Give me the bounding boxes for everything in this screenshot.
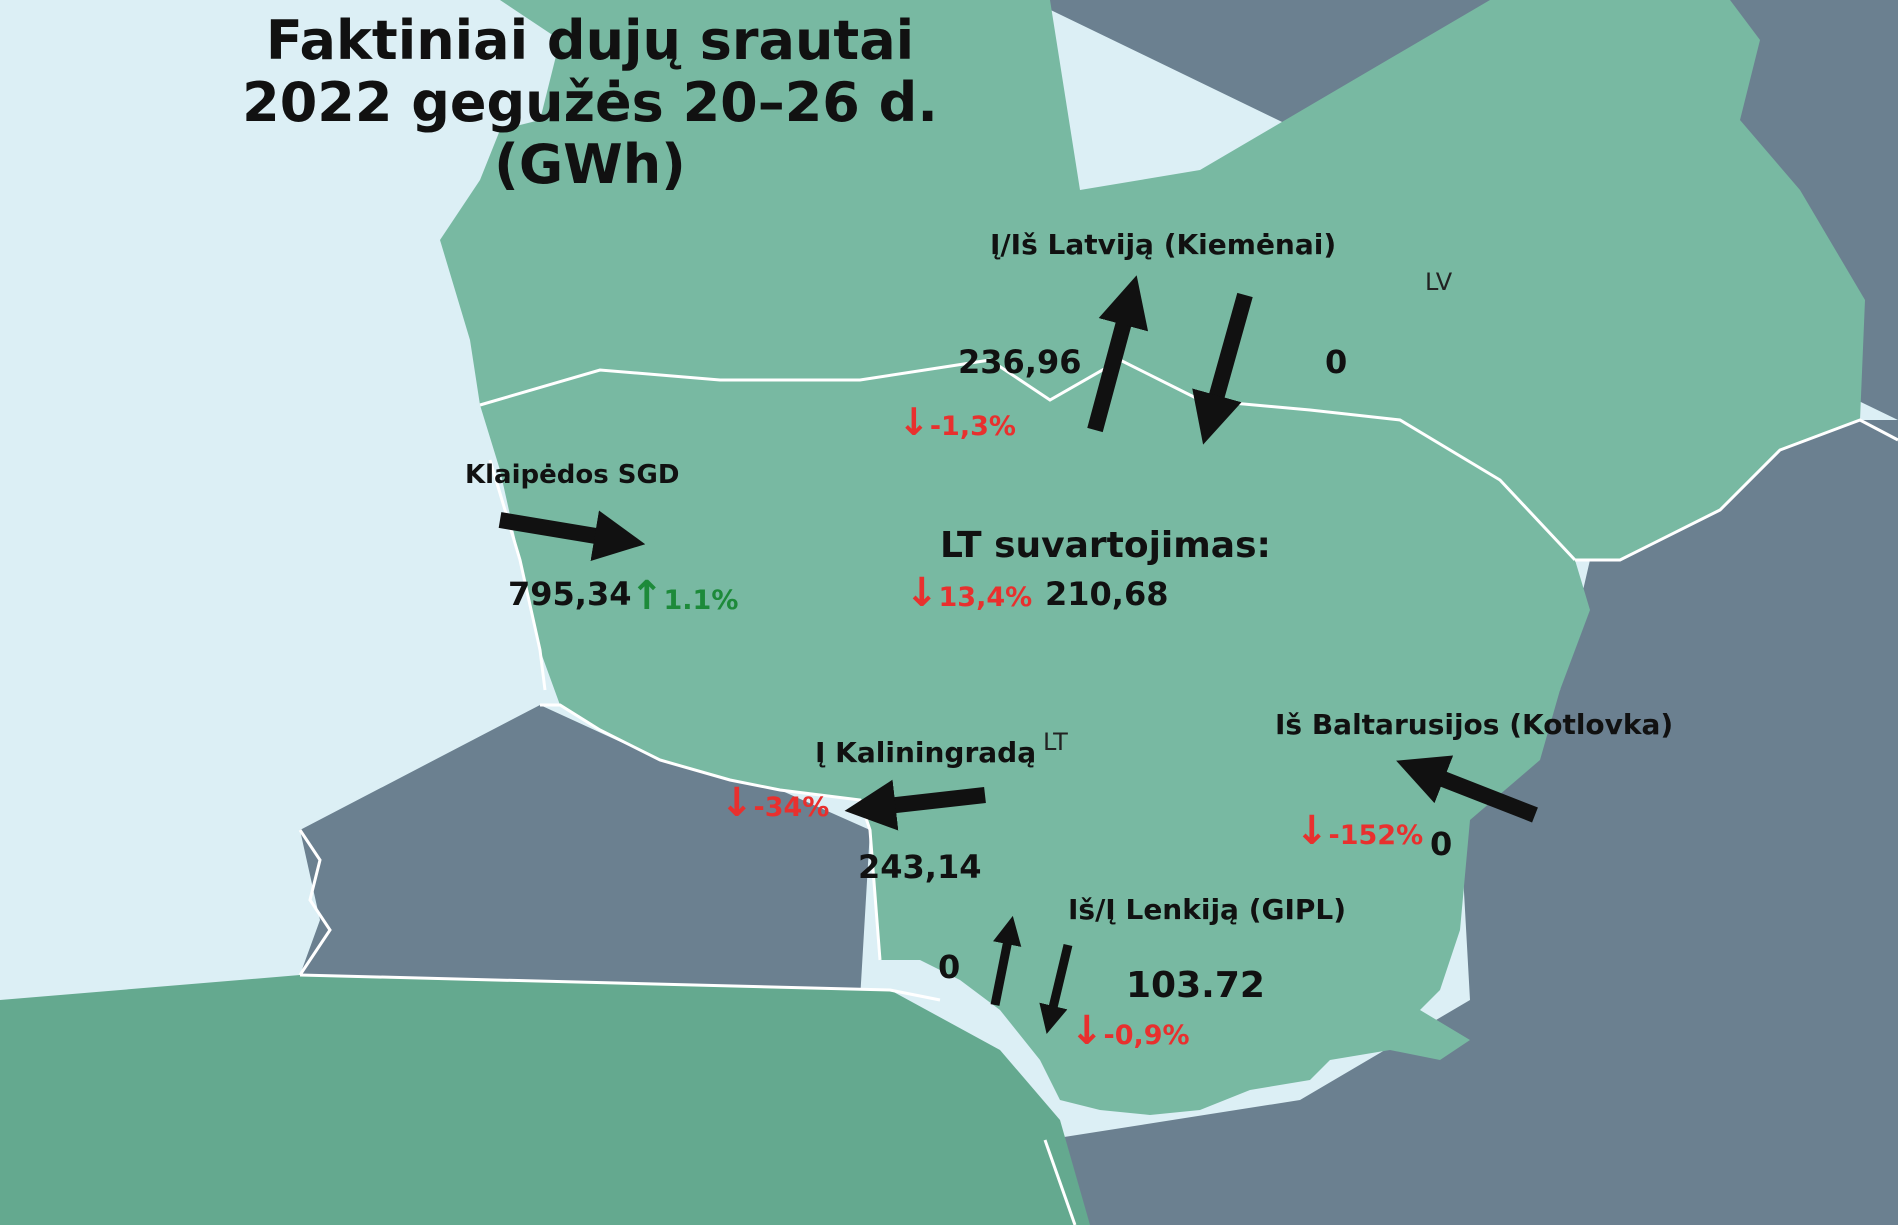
poland-kaliningrad-border: [299, 973, 941, 1002]
down-arrow-icon: ↓: [720, 780, 754, 826]
arrow-from-latvia: [1192, 292, 1253, 445]
arrow-klaipeda-lng: [498, 510, 646, 562]
to-latvia-value: 236,96: [958, 343, 1082, 381]
to-poland-value: 0: [938, 948, 961, 986]
down-arrow-icon: ↓: [898, 400, 930, 444]
to-latvia-change: ↓-1,3%: [898, 400, 1016, 444]
arrow-to-poland: [990, 915, 1022, 1006]
country-label-lt: LT: [1043, 728, 1068, 756]
consumption-value: 210,68: [1045, 575, 1169, 613]
latvia-flow-label: Į/Iš Latviją (Kiemėnai): [990, 228, 1337, 261]
latvia-region: [440, 0, 1865, 560]
down-arrow-icon: ↓: [1295, 808, 1329, 854]
page-title: Faktiniai dujų srautai 2022 gegužės 20–2…: [215, 10, 965, 196]
from-latvia-value: 0: [1325, 343, 1348, 381]
country-label-lv: LV: [1425, 268, 1453, 296]
down-arrow-icon: ↓: [1070, 1008, 1104, 1054]
kaliningrad-coast: [298, 829, 332, 976]
title-line-1: Faktiniai dujų srautai: [265, 9, 915, 72]
consumption-label: LT suvartojimas:: [940, 525, 1271, 566]
arrow-to-kaliningrad: [844, 779, 986, 831]
klaipeda-change: ↑1.1%: [630, 573, 739, 619]
poland-belarus-border: [1043, 1139, 1077, 1225]
from-poland-value: 103.72: [1126, 965, 1265, 1006]
kaliningrad-region: [300, 705, 890, 1000]
belarus-change: ↓-152%: [1295, 808, 1424, 854]
title-line-2: 2022 gegužės 20–26 d.: [242, 71, 938, 134]
title-line-3: (GWh): [494, 133, 686, 196]
arrow-from-poland: [1039, 943, 1073, 1035]
klaipeda-value: 795,34: [508, 575, 632, 613]
belarus-label: Iš Baltarusijos (Kotlovka): [1275, 708, 1674, 741]
consumption-change: ↓13,4%: [905, 570, 1033, 616]
poland-change: ↓-0,9%: [1070, 1008, 1190, 1054]
lt-lv-border: [479, 358, 1577, 562]
curonian-spit: [488, 459, 547, 691]
arrow-from-belarus: [1396, 755, 1538, 823]
kaliningrad-change: ↓-34%: [720, 780, 830, 826]
up-arrow-icon: ↑: [630, 573, 664, 619]
belarus-value: 0: [1430, 825, 1453, 863]
poland-region: [0, 975, 1090, 1225]
poland-label: Iš/Į Lenkiją (GIPL): [1068, 893, 1347, 926]
lithuania-region: [480, 360, 1590, 1115]
kaliningrad-value: 243,14: [858, 848, 982, 886]
down-arrow-icon: ↓: [905, 570, 939, 616]
kaliningrad-label: Į Kaliningradą: [815, 736, 1037, 769]
lv-east-border: [1575, 418, 1898, 562]
arrow-to-latvia: [1087, 275, 1149, 433]
klaipeda-label: Klaipėdos SGD: [465, 460, 680, 490]
